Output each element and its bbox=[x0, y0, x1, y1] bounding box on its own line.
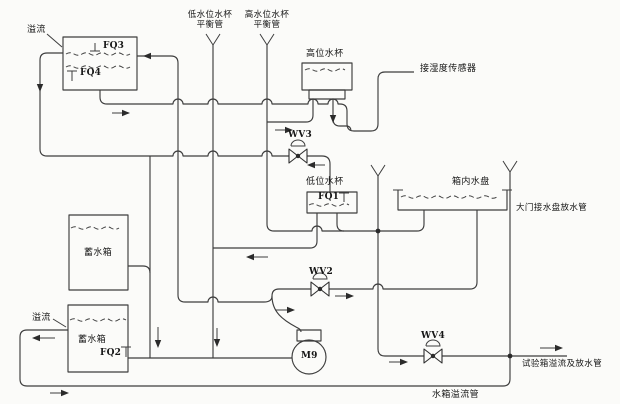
flow-arrow bbox=[143, 52, 163, 60]
junction-dot bbox=[375, 228, 381, 234]
label-humidity-sensor: 接湿度传感器 bbox=[420, 64, 477, 74]
label-tank-overflow-pipe: 水箱溢流管 bbox=[432, 390, 480, 400]
flow-arrow bbox=[36, 74, 44, 92]
flow-arrows bbox=[32, 52, 563, 397]
label-storage-tank-lower: 蓄水箱 bbox=[78, 335, 107, 345]
funnel-icon bbox=[502, 160, 518, 173]
funnel-icon bbox=[259, 33, 275, 46]
flow-arrow bbox=[329, 107, 337, 123]
low-cup-fq1 bbox=[306, 191, 358, 214]
flow-arrow bbox=[50, 389, 69, 397]
flow-arrow bbox=[335, 292, 354, 300]
flow-arrow bbox=[275, 126, 293, 134]
label-overflow-bottom: 溢流 bbox=[32, 313, 51, 323]
water-line bbox=[70, 226, 120, 230]
label-fq1: FQ1 bbox=[318, 192, 340, 202]
valve-wv4 bbox=[423, 339, 443, 364]
label-wv2: WV2 bbox=[309, 267, 333, 277]
pump-m9 bbox=[291, 329, 327, 375]
flow-arrow bbox=[307, 161, 325, 169]
water-pan bbox=[393, 189, 512, 211]
label-door-drain-pipe: 大门接水盘放水管 bbox=[516, 203, 588, 213]
label-fq4: FQ4 bbox=[80, 68, 102, 78]
funnel-icon bbox=[205, 33, 221, 46]
water-line bbox=[65, 65, 131, 69]
label-balance-pipe-low: 低水位水杯 平衡管 bbox=[187, 10, 233, 30]
water-line bbox=[308, 203, 350, 207]
water-line bbox=[400, 195, 498, 199]
float-switch-fq4-icon bbox=[67, 70, 77, 81]
flow-arrow bbox=[112, 109, 130, 117]
storage-tank-upper bbox=[68, 214, 129, 291]
high-cup bbox=[301, 62, 353, 100]
storage-tank-lower bbox=[67, 304, 131, 373]
overflow-pointer-line bbox=[46, 33, 63, 48]
junction-dot bbox=[507, 353, 513, 359]
overflow-pointer-line bbox=[52, 318, 67, 328]
label-overflow-top: 溢流 bbox=[27, 25, 46, 35]
valve-wv2 bbox=[310, 272, 330, 297]
label-balance-pipe-high: 高水位水杯 平衡管 bbox=[244, 10, 290, 30]
label-pump-m9: M9 bbox=[301, 351, 318, 361]
funnel-icon bbox=[370, 164, 386, 177]
float-switch-fq3-icon bbox=[90, 43, 100, 52]
flow-arrow bbox=[213, 328, 221, 347]
pipes bbox=[19, 33, 567, 387]
flow-arrow bbox=[389, 358, 408, 366]
water-line bbox=[304, 68, 346, 72]
label-wv3: WV3 bbox=[288, 130, 312, 140]
tank-fq3-fq4 bbox=[62, 36, 138, 91]
flow-arrow bbox=[32, 334, 55, 342]
float-switch-fq2-icon bbox=[121, 346, 131, 357]
flow-arrow bbox=[154, 327, 162, 348]
label-fq2: FQ2 bbox=[100, 348, 122, 358]
label-fq3: FQ3 bbox=[103, 41, 125, 51]
funnel-icons bbox=[205, 33, 518, 177]
flow-arrow bbox=[246, 253, 268, 261]
water-line bbox=[65, 52, 131, 56]
label-wv4: WV4 bbox=[421, 331, 445, 341]
label-test-chamber-drain: 试验箱溢流及放水管 bbox=[522, 359, 603, 369]
label-storage-tank-upper: 蓄水箱 bbox=[84, 248, 113, 258]
label-high-cup: 高位水杯 bbox=[306, 49, 344, 59]
flow-arrow bbox=[275, 306, 295, 314]
valve-wv3 bbox=[288, 139, 308, 164]
label-low-cup: 低位水杯 bbox=[306, 177, 344, 187]
label-pan: 箱内水盘 bbox=[452, 177, 490, 187]
flow-arrow bbox=[540, 344, 563, 352]
float-switch-fq1-icon bbox=[339, 192, 349, 202]
water-line bbox=[69, 318, 127, 322]
